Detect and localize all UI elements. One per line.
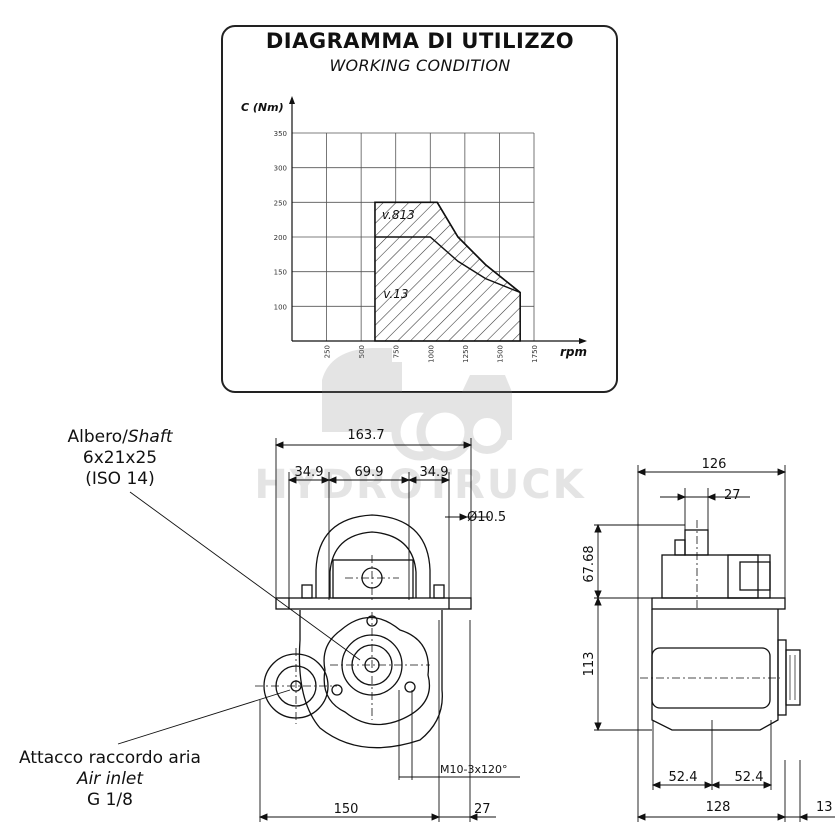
- air-inlet-cylinder: [255, 648, 337, 724]
- air-inlet-note-line3: G 1/8: [87, 790, 133, 810]
- dim-128: 128: [706, 800, 731, 815]
- shaft-note: Albero/Shaft 6x21x25 (ISO 14): [40, 427, 200, 490]
- side-housing: [640, 520, 801, 731]
- chart-title: DIAGRAMMA DI UTILIZZO: [265, 29, 575, 53]
- pump-body: [298, 610, 443, 749]
- upper-housing: [315, 514, 431, 602]
- dim-126: 126: [702, 457, 727, 472]
- air-inlet-note-line2: Air inlet: [76, 769, 144, 789]
- dim-163-7: 163.7: [347, 428, 384, 443]
- dim-34-9-right: 34.9: [420, 465, 449, 480]
- leader-lines: [117, 491, 361, 745]
- dim-m10: M10-3x120°: [440, 763, 507, 776]
- dim-52-4-right: 52.4: [735, 770, 764, 785]
- front-dimension-lines: [258, 441, 520, 821]
- dim-69-9: 69.9: [355, 465, 384, 480]
- side-dimension-lines: [594, 468, 835, 821]
- air-inlet-note: Attacco raccordo aria Air inlet G 1/8: [2, 748, 218, 811]
- dim-13: 13: [816, 800, 833, 815]
- dim-27-top: 27: [724, 488, 741, 503]
- dim-150: 150: [334, 802, 359, 817]
- dim-34-9-left: 34.9: [295, 465, 324, 480]
- shaft-note-line2: 6x21x25: [82, 448, 158, 468]
- dim-hole-diameter: Ø10.5: [467, 510, 506, 525]
- dim-27-bottom: 27: [474, 802, 491, 817]
- shaft-note-line3: (ISO 14): [85, 469, 155, 489]
- dim-113: 113: [582, 652, 597, 677]
- shaft-note-line1: Albero/Shaft: [67, 427, 173, 447]
- side-extension-lines: [594, 465, 801, 822]
- chart-subtitle: WORKING CONDITION: [329, 56, 511, 75]
- air-inlet-note-line1: Attacco raccordo aria: [19, 748, 201, 768]
- front-extension-lines: [259, 438, 472, 822]
- dim-52-4-left: 52.4: [669, 770, 698, 785]
- dim-67-68: 67.68: [582, 545, 597, 582]
